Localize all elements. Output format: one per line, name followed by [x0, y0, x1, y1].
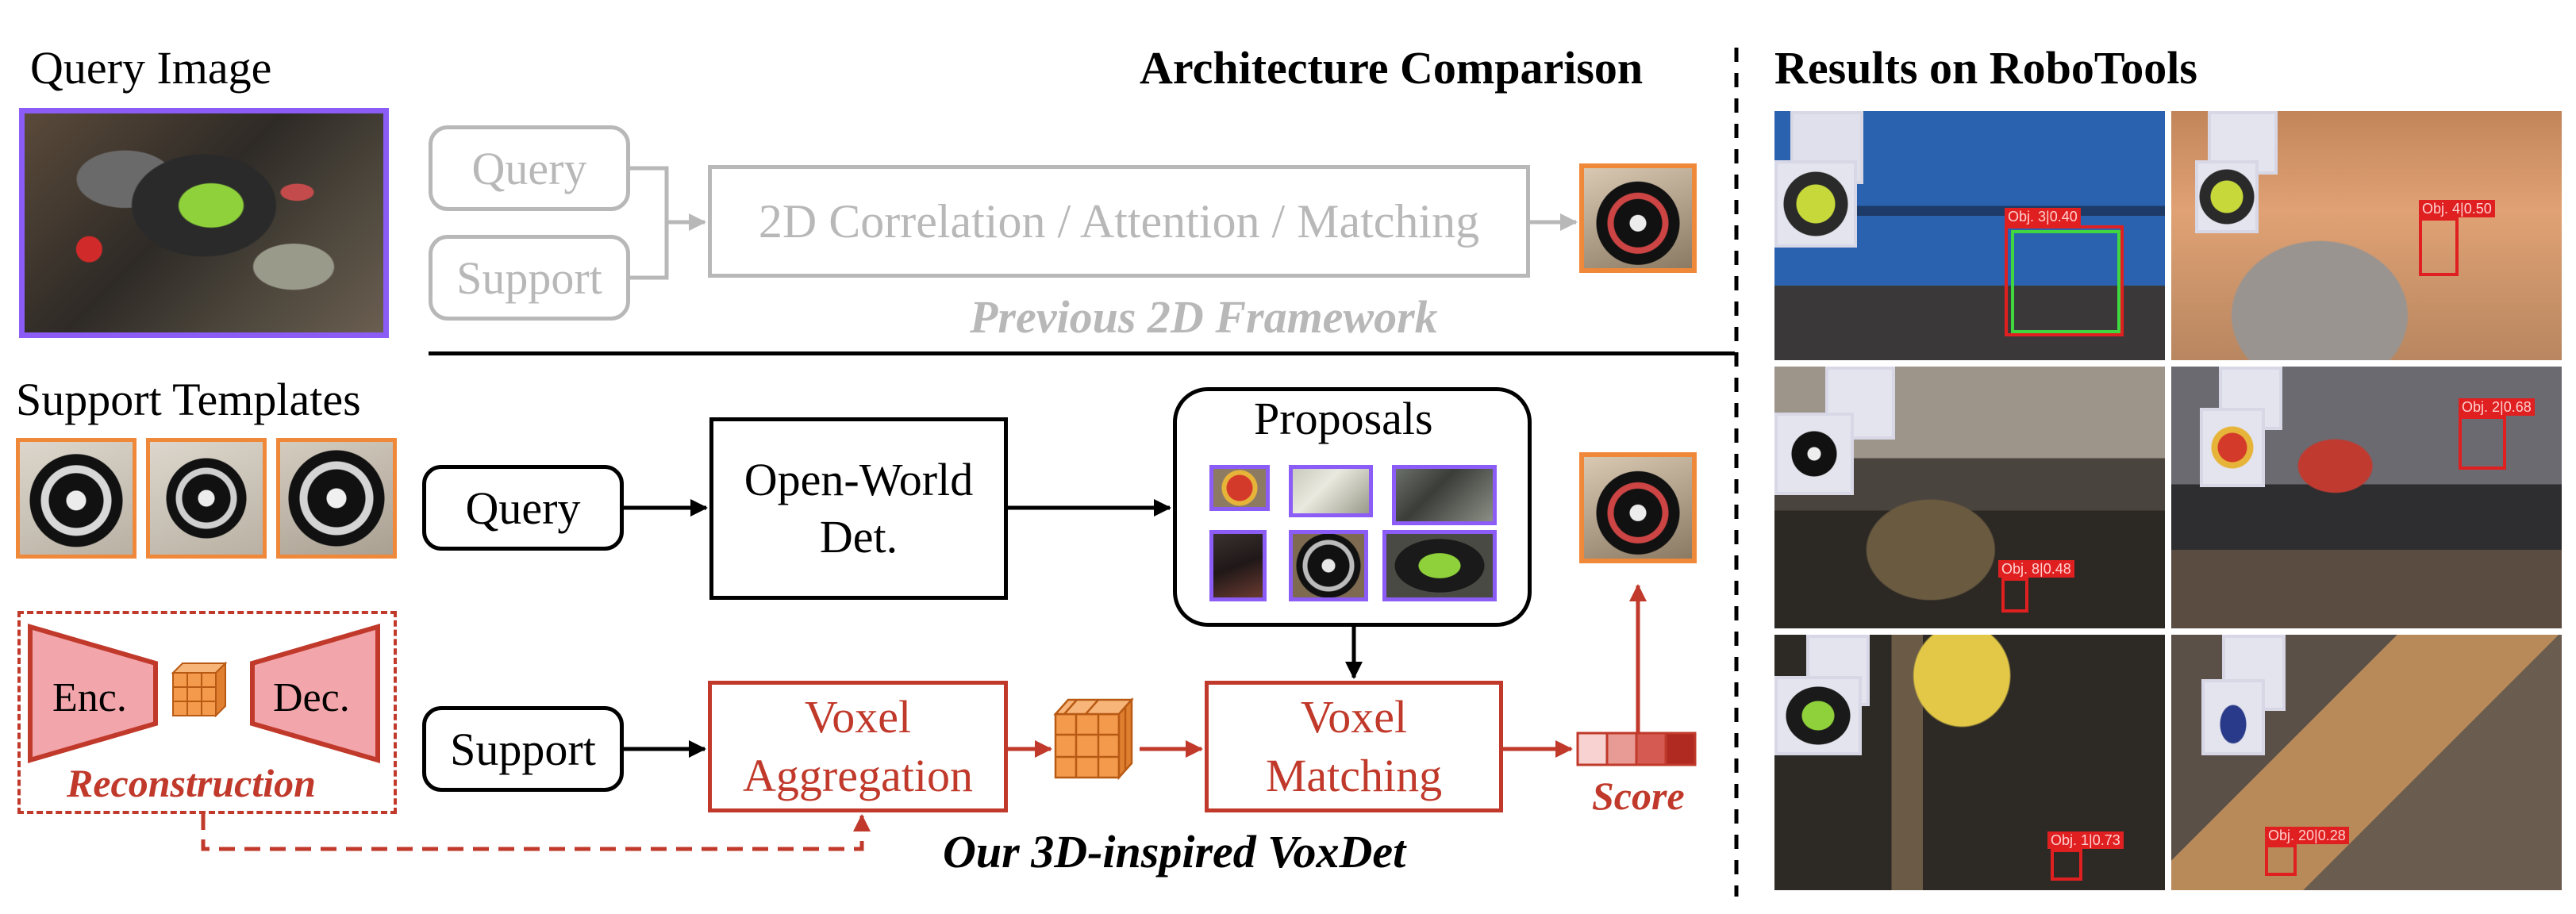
previous-support-label: Support: [456, 252, 602, 304]
previous-arrows: [630, 166, 1578, 280]
reconstruction-box: [17, 611, 397, 814]
result-3-detection-box: [2001, 578, 2028, 613]
proposal-thumb-1: [1209, 465, 1270, 511]
encoder-shape: [28, 624, 158, 763]
query-image: [19, 108, 389, 338]
our-red-arrows: [201, 584, 1647, 851]
result-tile-2: Obj. 4|0.50: [2171, 111, 2562, 360]
reconstruction-label: Reconstruction: [67, 761, 316, 805]
result-5-detection-box: [2051, 849, 2082, 881]
support-template-2: [146, 438, 267, 559]
our-support-label: Support: [450, 723, 596, 775]
voxel-matching-label: Voxel Matching: [1265, 691, 1443, 801]
score-bar: [1576, 732, 1697, 766]
result-1-detection-box: [2005, 225, 2124, 336]
correlation-label: 2D Correlation / Attention / Matching: [758, 194, 1480, 248]
correlation-box: 2D Correlation / Attention / Matching: [708, 165, 1530, 278]
results-heading: Results on RoboTools: [1774, 42, 2197, 94]
result-1-ground-truth: [2011, 230, 2120, 333]
result-3-detection-label: Obj. 8|0.48: [1998, 560, 2074, 578]
result-tile-3: Obj. 8|0.48: [1774, 367, 2165, 628]
proposal-thumb-4: [1209, 530, 1267, 601]
result-5-detection-label: Obj. 1|0.73: [2047, 831, 2124, 849]
result-tile-1: Obj. 3|0.40: [1774, 111, 2165, 360]
voxel-cube-large-icon: [1053, 697, 1134, 781]
our-black-arrows: [624, 499, 1363, 758]
our-framework-label: Our 3D-inspired VoxDet: [943, 826, 1406, 878]
decoder-label: Dec.: [273, 675, 350, 720]
voxel-cube-small-icon: [171, 661, 228, 718]
decoder-shape: [250, 624, 380, 763]
result-4-detection-box: [2459, 416, 2506, 470]
result-4-template-b: [2200, 408, 2265, 487]
result-5-template-b: [1774, 676, 1862, 755]
voxel-aggregation-box: Voxel Aggregation: [708, 681, 1008, 812]
previous-query-box: Query: [429, 125, 630, 211]
result-tile-4: Obj. 2|0.68: [2171, 367, 2562, 628]
voxel-aggregation-label: Voxel Aggregation: [743, 691, 973, 801]
query-image-title: Query Image: [30, 42, 272, 94]
support-template-1: [16, 438, 136, 559]
proposal-thumb-2: [1289, 465, 1373, 517]
previous-query-label: Query: [471, 142, 587, 194]
open-world-det-box: Open-World Det.: [709, 417, 1008, 600]
proposals-label: Proposals: [1254, 393, 1433, 444]
open-world-det-label: Open-World Det.: [744, 454, 974, 563]
our-support-box: Support: [422, 706, 624, 792]
proposal-thumb-5: [1289, 530, 1368, 601]
result-4-detection-label: Obj. 2|0.68: [2459, 398, 2535, 416]
previous-output-image: [1579, 163, 1697, 273]
result-2-template-b: [2195, 160, 2259, 233]
architecture-comparison-heading: Architecture Comparison: [1140, 42, 1644, 94]
result-2-detection-label: Obj. 4|0.50: [2419, 200, 2495, 217]
voxel-matching-box: Voxel Matching: [1205, 681, 1503, 812]
encoder-label: Enc.: [52, 675, 127, 720]
horizontal-separator: [429, 351, 1735, 355]
proposal-thumb-3: [1392, 465, 1497, 525]
score-label: Score: [1592, 774, 1685, 818]
result-2-detection-box: [2419, 217, 2459, 276]
support-template-3: [276, 438, 397, 559]
previous-framework-label: Previous 2D Framework: [970, 291, 1438, 343]
result-6-template-b: [2201, 679, 2265, 755]
result-tile-5: Obj. 1|0.73: [1774, 635, 2165, 890]
result-6-detection-box: [2265, 844, 2297, 876]
result-1-template-b: [1774, 160, 1857, 248]
result-1-detection-label: Obj. 3|0.40: [2005, 208, 2081, 225]
proposals-box: [1173, 387, 1532, 627]
our-query-label: Query: [465, 482, 581, 534]
support-templates-title: Support Templates: [16, 374, 361, 425]
proposal-thumb-6: [1382, 530, 1497, 601]
result-tile-6: Obj. 20|0.28: [2171, 635, 2562, 890]
result-6-detection-label: Obj. 20|0.28: [2265, 827, 2349, 844]
result-3-template-b: [1774, 413, 1854, 495]
our-output-image: [1579, 452, 1697, 563]
our-query-box: Query: [422, 465, 624, 551]
previous-support-box: Support: [429, 235, 630, 321]
